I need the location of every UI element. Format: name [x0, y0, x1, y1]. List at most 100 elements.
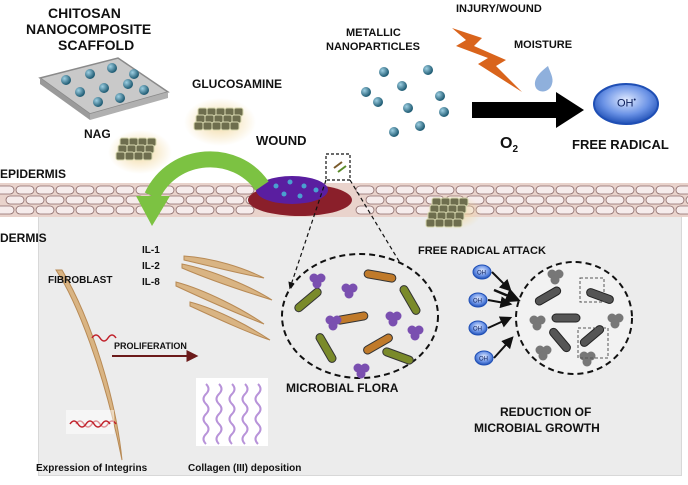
green-arrowhead	[136, 196, 170, 226]
epidermis-cell	[635, 185, 655, 195]
scaffold-particle	[61, 75, 71, 85]
nanoparticle	[361, 87, 371, 97]
epidermis-cell	[0, 205, 15, 215]
cube-unit	[425, 218, 436, 228]
epidermis-cell	[75, 185, 95, 195]
cube-unit	[229, 121, 240, 131]
epidermis-cell	[395, 185, 415, 195]
epidermis-cell	[25, 195, 45, 205]
epidermis-cell	[495, 205, 515, 215]
nanoparticle	[373, 97, 383, 107]
microbial-flora-label: MICROBIAL FLORA	[286, 381, 399, 395]
title-line-3: SCAFFOLD	[58, 37, 135, 53]
reduced-bacterium	[579, 325, 605, 347]
epidermis-cell	[215, 185, 235, 195]
cube-unit	[115, 151, 126, 161]
epidermis-cell	[75, 205, 95, 215]
wound-particle	[297, 193, 303, 199]
epidermis-cell	[545, 195, 565, 205]
coccus	[344, 289, 354, 299]
oh-arrow	[493, 336, 514, 359]
epidermis-cell	[415, 185, 435, 195]
reduction-label-2: MICROBIAL GROWTH	[474, 421, 600, 435]
small-oh-text: OH	[479, 357, 488, 363]
proliferation-label: PROLIFERATION	[114, 341, 187, 351]
epidermis-cell	[525, 195, 545, 205]
bacterium-rod	[363, 333, 393, 355]
epidermis-cell	[455, 185, 475, 195]
fibroblast-cell-4	[189, 301, 271, 341]
reduced-coccus	[532, 321, 542, 331]
title-line-2: NANOCOMPOSITE	[26, 21, 152, 37]
epidermis-cell	[575, 205, 595, 215]
reduced-coccus	[538, 351, 548, 361]
epidermis-cell	[15, 205, 35, 215]
epidermis-cell	[665, 195, 685, 205]
epidermis-cell	[655, 185, 675, 195]
lightning-icon	[452, 28, 522, 92]
epidermis-cell	[555, 185, 575, 195]
il8-label: IL-8	[142, 277, 160, 288]
scaffold-particle	[93, 97, 103, 107]
epidermis-cell	[535, 205, 555, 215]
fibroblast-label: FIBROBLAST	[48, 275, 113, 286]
epidermis-cell	[85, 195, 105, 205]
epidermis-cell	[565, 195, 585, 205]
reduced-coccus	[610, 319, 620, 329]
fibroblast-cell	[55, 269, 123, 461]
epidermis-cell	[585, 195, 605, 205]
epidermis-cell	[355, 185, 375, 195]
epidermis-cell	[55, 205, 75, 215]
epidermis-cell	[175, 205, 195, 215]
bacterium-rod	[294, 287, 322, 313]
epidermis-cell	[215, 205, 235, 215]
nanoparticle	[439, 107, 449, 117]
epidermis-cell	[105, 195, 125, 205]
bacterium-rod	[363, 269, 397, 283]
epidermis-cell	[395, 205, 415, 215]
epidermis-cell	[555, 205, 575, 215]
nanoparticle	[435, 91, 445, 101]
small-oh-text: OH	[477, 271, 486, 277]
fibroblast-cell-5	[183, 255, 265, 279]
epidermis-cell	[655, 205, 675, 215]
cube-unit	[124, 151, 135, 161]
scaffold-particle	[115, 93, 125, 103]
wound-particle	[301, 183, 307, 189]
scaffold-particle	[75, 87, 85, 97]
cube-unit	[220, 121, 231, 131]
small-oh-text: OH	[473, 299, 482, 305]
scaffold-particle	[85, 69, 95, 79]
reduced-coccus	[582, 357, 592, 367]
epidermis-cell	[625, 195, 645, 205]
nanoparticle	[403, 103, 413, 113]
oh-arrow	[487, 316, 513, 329]
free-radical-label: FREE RADICAL	[572, 137, 669, 152]
epidermis-cell	[35, 185, 55, 195]
epidermis-cell	[615, 185, 635, 195]
metallic-label-1: METALLIC	[346, 27, 401, 39]
epidermis-cell	[375, 205, 395, 215]
small-oh-icon	[468, 320, 488, 336]
epidermis-cell	[5, 195, 25, 205]
cube-unit	[133, 151, 144, 161]
epidermis-cell	[475, 185, 495, 195]
small-oh-icon	[472, 264, 492, 280]
epidermis-cell	[55, 185, 75, 195]
collagen-fiber	[215, 383, 223, 445]
cube-unit	[434, 218, 445, 228]
bacterium-rod	[382, 347, 414, 365]
fibroblast-cell-2	[181, 263, 273, 301]
epidermis-cell	[515, 185, 535, 195]
epidermis-cell	[675, 185, 688, 195]
epidermis-cell	[595, 185, 615, 195]
epidermis-cell	[225, 195, 245, 205]
epidermis-cell	[235, 185, 255, 195]
nanoparticle	[389, 127, 399, 137]
epidermis-cell	[405, 195, 425, 205]
epidermis-cell	[375, 185, 395, 195]
epidermis-cell	[185, 195, 205, 205]
il2-label: IL-2	[142, 261, 160, 272]
coccus	[312, 279, 322, 289]
